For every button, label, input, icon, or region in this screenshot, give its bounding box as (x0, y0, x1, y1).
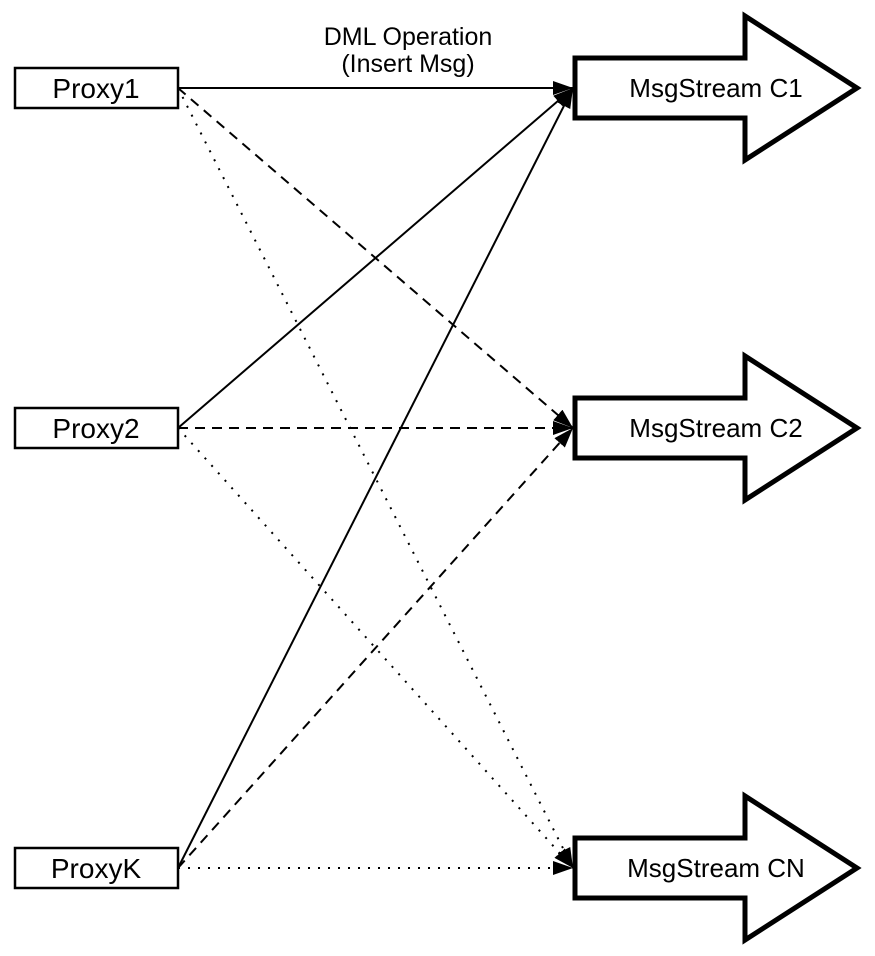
edge-proxyk-to-msgstream-c1 (177, 87, 574, 869)
msgstream-c2-arrow-shape (572, 351, 862, 505)
msgstream-c2-label: MsgStream C2 (629, 413, 802, 443)
node-proxyk: ProxyK (13, 846, 180, 890)
node-msgstream-cn: MsgStream CN (572, 791, 862, 945)
proxy1-box (13, 66, 180, 110)
msgstream-cn-label: MsgStream CN (627, 853, 805, 883)
node-msgstream-c1: MsgStream C1 (572, 11, 862, 165)
msgstream-cn-arrow-shape (572, 791, 862, 945)
msgstream-c1-arrow-shape (572, 11, 862, 165)
proxyk-box (13, 846, 180, 890)
msgstream-c1-label: MsgStream C1 (629, 73, 802, 103)
proxy2-label: Proxy2 (52, 413, 139, 444)
node-proxy2: Proxy2 (13, 406, 180, 450)
edges-group (177, 81, 574, 875)
edge-proxyk-to-msgstream-c2 (177, 427, 574, 869)
edge-annotation-line1: DML Operation (324, 23, 493, 51)
edge-annotation-line2: (Insert Msg) (341, 50, 474, 78)
edge-proxy1-to-msgstream-c2 (177, 87, 574, 429)
node-msgstream-c2: MsgStream C2 (572, 351, 862, 505)
node-proxy1: Proxy1 (13, 66, 180, 110)
proxyk-label: ProxyK (51, 853, 142, 884)
proxy1-label: Proxy1 (52, 73, 139, 104)
proxy2-box (13, 406, 180, 450)
